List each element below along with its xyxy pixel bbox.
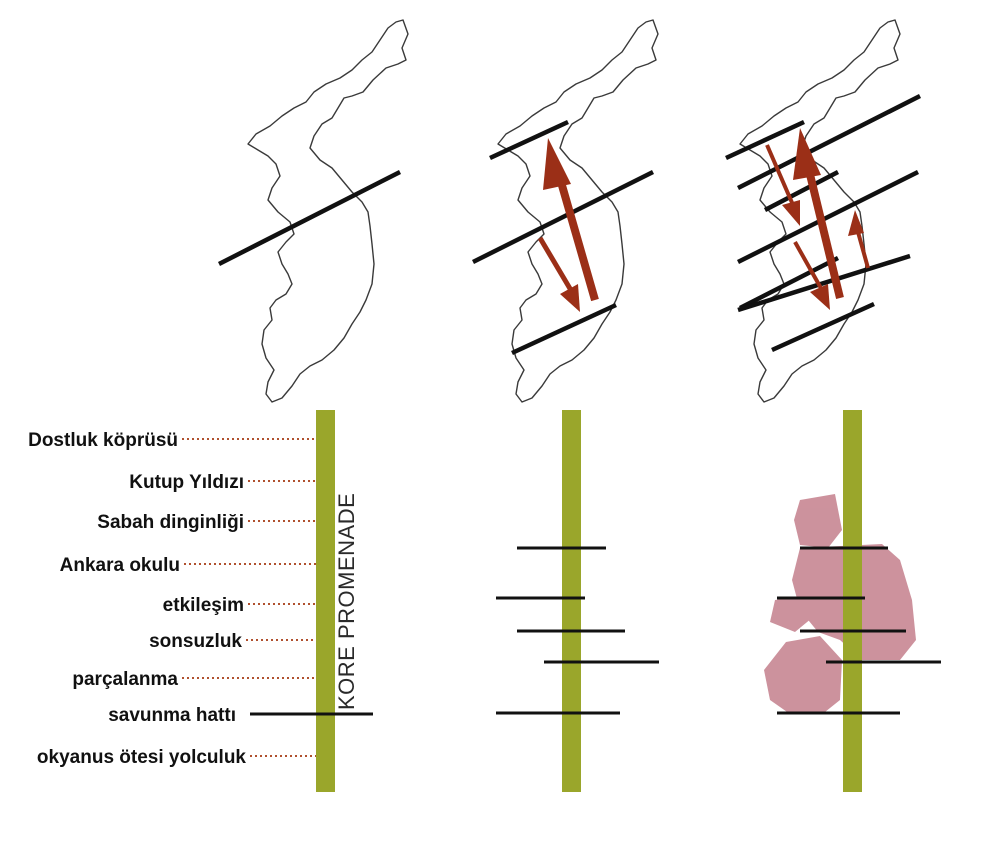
label-parcalanma: parçalanma bbox=[72, 669, 178, 690]
arrows-2 bbox=[537, 138, 599, 312]
crossing-lines-2 bbox=[496, 546, 659, 715]
arrow-head-up-icon bbox=[543, 138, 571, 190]
arrow-head-down-1-icon bbox=[782, 200, 800, 226]
promenade-bar-1 bbox=[316, 410, 335, 792]
promenade-label: KORE PROMENADE bbox=[334, 493, 359, 710]
arrow-head-down-icon bbox=[560, 284, 580, 312]
label-okyanus: okyanus ötesi yolculuk bbox=[37, 747, 246, 768]
division-line-2c bbox=[511, 302, 617, 356]
label-etkilesim: etkileşim bbox=[163, 595, 244, 616]
division-line-2b bbox=[471, 169, 655, 265]
arrows-3 bbox=[765, 128, 870, 310]
division-line-2a bbox=[489, 119, 569, 161]
arrow-head-up-small-icon bbox=[848, 210, 864, 236]
dotted-leaders bbox=[182, 438, 316, 757]
label-sabah: Sabah dinginliği bbox=[97, 512, 244, 533]
fragment-blobs bbox=[764, 494, 916, 714]
division-lines-3 bbox=[725, 93, 922, 353]
label-ankara: Ankara okulu bbox=[60, 555, 180, 576]
promenade-bar-2 bbox=[562, 410, 581, 792]
label-list: Dostluk köprüsü Kutup Yıldızı Sabah ding… bbox=[28, 430, 246, 768]
label-dostluk: Dostluk köprüsü bbox=[28, 430, 178, 451]
label-savunma: savunma hattı bbox=[108, 705, 236, 726]
arrow-head-down-2-icon bbox=[810, 284, 830, 310]
arrow-head-up-big-icon bbox=[793, 128, 821, 180]
division-line-1 bbox=[217, 169, 402, 267]
label-kutup: Kutup Yıldızı bbox=[129, 472, 244, 493]
label-sonsuzluk: sonsuzluk bbox=[149, 631, 242, 652]
crossing-lines-3 bbox=[777, 546, 941, 715]
promenade-bar-3 bbox=[843, 410, 862, 792]
